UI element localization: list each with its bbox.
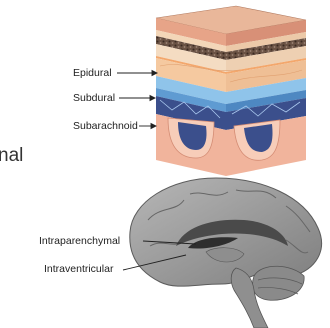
cerebellum (253, 266, 305, 300)
label-intraventricular: Intraventricular (44, 263, 113, 275)
label-subarachnoid: Subarachnoid (73, 120, 138, 132)
cropped-text-line1: nal (0, 145, 23, 167)
brain-sagittal-illustration (130, 178, 322, 328)
label-subdural: Subdural (73, 92, 115, 104)
meninges-layer-block (156, 6, 306, 176)
label-epidural: Epidural (73, 67, 112, 79)
label-intraparenchymal: Intraparenchymal (39, 235, 120, 247)
